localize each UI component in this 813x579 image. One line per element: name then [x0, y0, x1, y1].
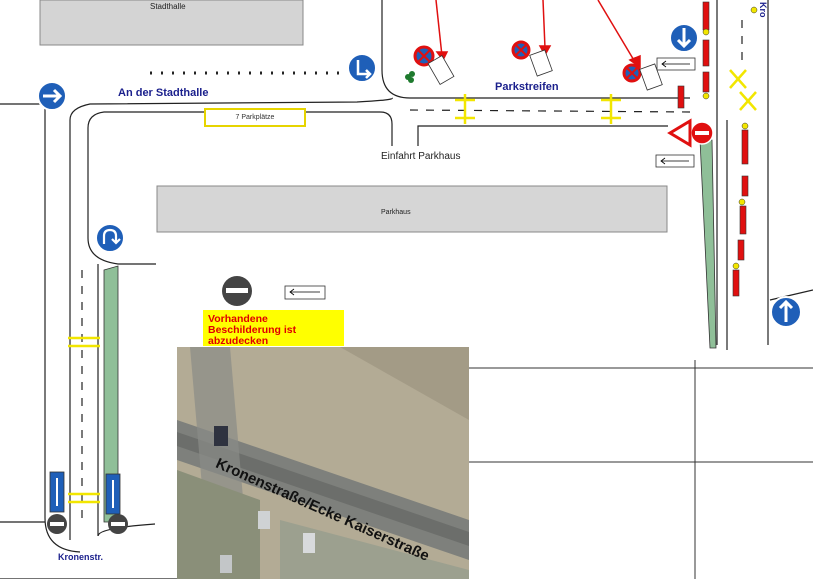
stadthalle-building	[39, 0, 304, 46]
arrow-down-sign-icon	[669, 23, 699, 53]
lane-markings	[81, 20, 743, 520]
parkhaus-label: Parkhaus	[381, 209, 411, 216]
street-kronenstrasse-top: Kro	[758, 2, 768, 18]
aerial-photo	[177, 347, 469, 579]
parkstreifen-label: Parkstreifen	[495, 81, 559, 93]
u-turn-sign-icon	[95, 223, 125, 253]
parking-box: 7 Parkplätze	[204, 108, 306, 127]
yield-sign-icon	[667, 118, 692, 148]
curb-strip-right	[699, 139, 717, 349]
barrier-icon	[677, 1, 749, 297]
arrow-up-sign-icon	[770, 296, 802, 328]
arrow-right-sign-icon	[37, 81, 67, 111]
street-kronenstr: Kronenstr.	[58, 552, 104, 562]
cover-signage-notice: Vorhandene Beschilderung ist abzudecken	[203, 310, 344, 347]
no-stopping-sign-icon	[413, 40, 642, 83]
tree-icon	[405, 71, 415, 83]
one-way-arrow-sign-icon	[49, 57, 696, 515]
stadthalle-label: Stadthalle	[150, 2, 186, 11]
map-grid	[469, 360, 813, 579]
turn-right-sign-icon	[347, 53, 377, 83]
no-entry-sign-icon	[47, 121, 714, 534]
warning-light-icon	[702, 6, 758, 270]
einfahrt-parkhaus-label: Einfahrt Parkhaus	[381, 151, 461, 162]
street-an-der-stadthalle: An der Stadthalle	[118, 87, 209, 99]
sign-plates	[427, 49, 663, 91]
parkhaus-building	[156, 185, 668, 233]
